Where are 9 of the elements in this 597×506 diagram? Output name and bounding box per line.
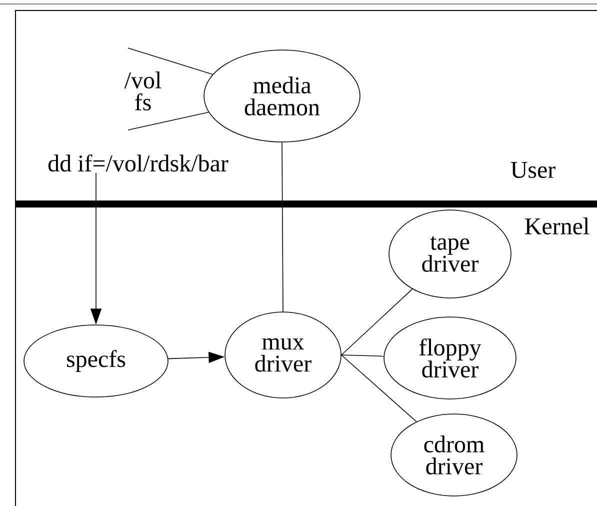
connector-line xyxy=(282,142,284,312)
mount-label: /vol fs xyxy=(124,72,162,110)
connector-line xyxy=(341,354,417,422)
connector-line xyxy=(128,112,209,130)
command-text: dd if=/vol/rdsk/bar xyxy=(48,154,228,172)
connector-line xyxy=(341,354,384,357)
connector-line xyxy=(341,288,413,356)
connector-line xyxy=(128,48,214,75)
region-label: User xyxy=(510,162,556,178)
